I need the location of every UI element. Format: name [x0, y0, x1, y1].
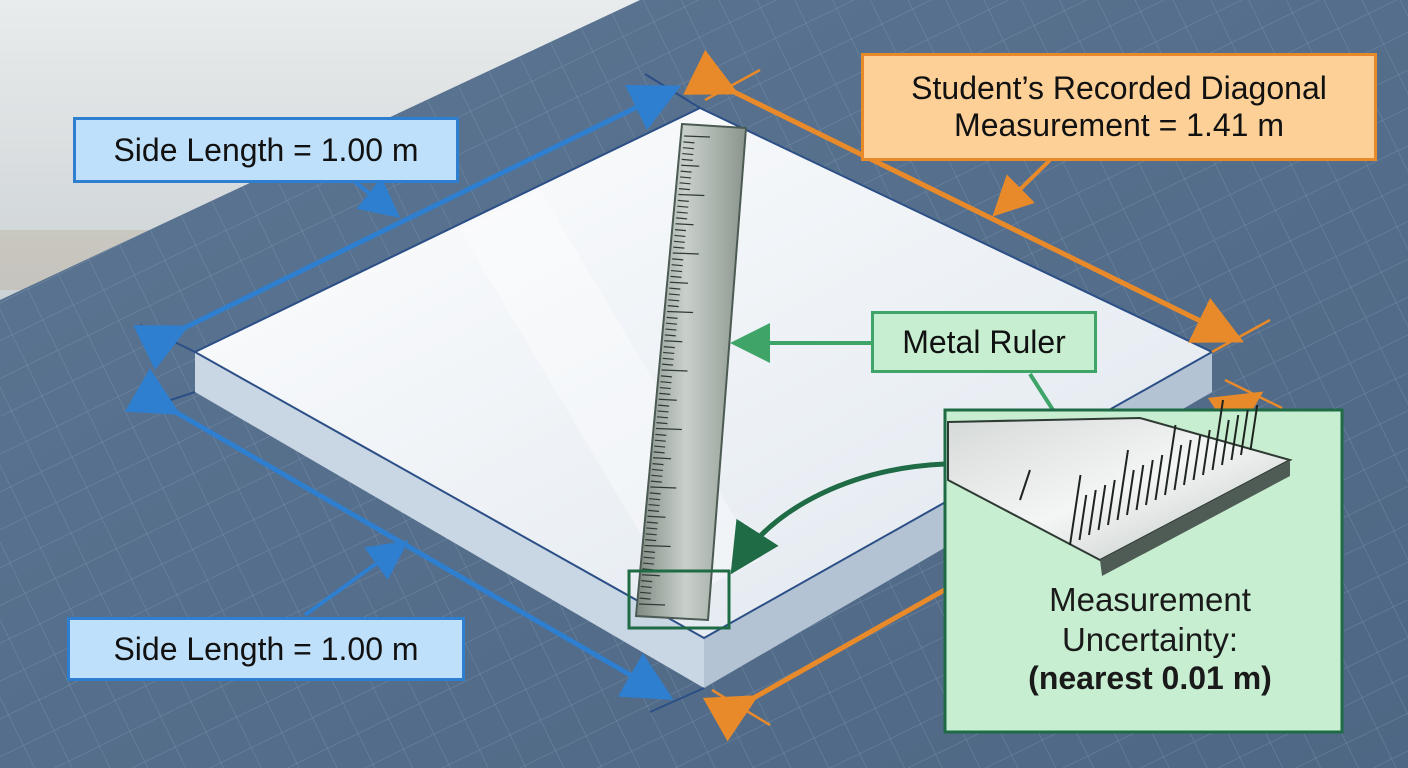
inset-tick	[1183, 439, 1192, 486]
metal-ruler-label: Metal Ruler	[871, 311, 1097, 373]
inset-tick	[1202, 429, 1211, 476]
diagonal-measurement-label: Student’s Recorded Diagonal Measurement …	[861, 53, 1377, 161]
inset-ruler-edge	[1100, 460, 1290, 576]
side-bottom-dimension	[124, 368, 705, 713]
inset-tick	[1145, 459, 1154, 506]
inset-tick	[1069, 474, 1082, 546]
inset-tick	[1230, 414, 1240, 461]
zoom-inset	[943, 399, 1344, 734]
uncertainty-value: (nearest 0.01 m)	[1028, 660, 1272, 697]
uncertainty-line2: Uncertainty:	[1061, 620, 1239, 658]
diagonal-dimension	[683, 49, 1271, 354]
side-length-top-text: Side Length = 1.00 m	[113, 131, 419, 168]
inset-tick	[1116, 449, 1129, 521]
inset-tick	[1078, 494, 1088, 541]
inset-tick	[1240, 409, 1249, 456]
inset-tick	[1154, 454, 1164, 501]
diagonal-label-line1: Student’s Recorded Diagonal	[911, 70, 1327, 107]
zoom-curve-arrow	[730, 461, 946, 575]
inset-tick	[1164, 424, 1177, 496]
inset-tick	[1126, 469, 1135, 516]
uncertainty-line1: Measurement	[1049, 581, 1251, 618]
bottom-right-dimension	[702, 378, 1283, 742]
inset-tick	[1249, 404, 1259, 451]
diagonal-label-line2: Measurement = 1.41 m	[954, 107, 1284, 143]
side-length-top-label: Side Length = 1.00 m	[73, 117, 459, 183]
inset-tick	[1211, 399, 1224, 471]
inset-tick	[1088, 489, 1097, 536]
inset-ticks	[1019, 399, 1259, 546]
side-length-bottom-text: Side Length = 1.00 m	[113, 630, 419, 667]
inset-tick	[1192, 434, 1202, 481]
inset-major-tick	[1019, 469, 1031, 501]
inset-tick	[1221, 419, 1230, 466]
inset-tick	[1173, 444, 1183, 491]
uncertainty-label: Measurement Uncertainty: (nearest 0.01 m…	[960, 580, 1340, 698]
side-top-pointer	[353, 177, 401, 218]
metal-ruler-text: Metal Ruler	[902, 323, 1066, 360]
inset-tick	[1107, 479, 1116, 526]
side-bottom-pointer	[303, 540, 409, 617]
inset-tick	[1135, 464, 1145, 511]
inset-tick	[1097, 484, 1107, 531]
side-length-bottom-label: Side Length = 1.00 m	[67, 617, 465, 681]
